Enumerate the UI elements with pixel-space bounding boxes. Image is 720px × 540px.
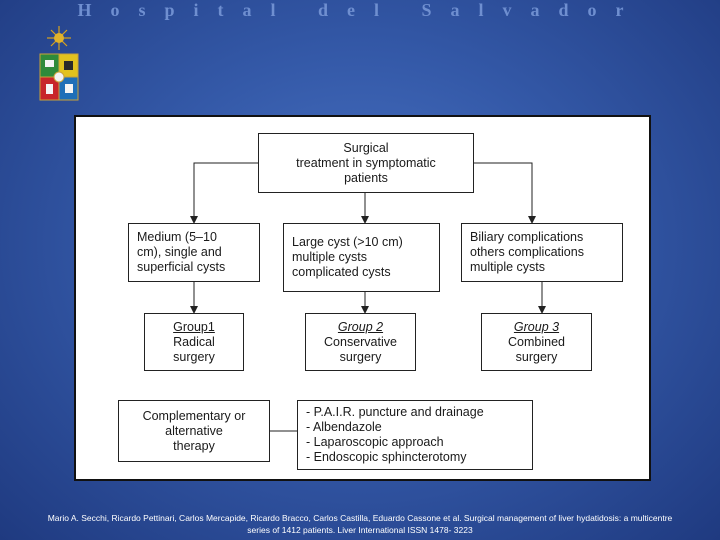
header-title: Hospital del Salvador	[77, 0, 643, 20]
root-line: treatment in symptomatic	[296, 155, 436, 170]
category-box-biliary-complications: Biliary complications others complicatio…	[461, 223, 623, 282]
root-line: Surgical	[343, 140, 389, 155]
citation: Mario A. Secchi, Ricardo Pettinari, Carl…	[20, 512, 700, 536]
category-box-large-cysts: Large cyst (>10 cm) multiple cysts compl…	[283, 223, 440, 292]
root-treatment-box: Surgical treatment in symptomatic patien…	[258, 133, 474, 193]
group-line: Conservative	[324, 334, 397, 349]
group-3-box: Group 3 Combined surgery	[481, 313, 592, 371]
category-line: multiple cysts	[470, 260, 546, 274]
therapy-item: - Albendazole	[306, 420, 382, 434]
category-line: Large cyst (>10 cm)	[292, 235, 403, 249]
therapy-options-box: - P.A.I.R. puncture and drainage - Alben…	[297, 400, 533, 470]
therapy-item: - Laparoscopic approach	[306, 435, 444, 449]
category-box-medium-cysts: Medium (5–10 cm), single and superficial…	[128, 223, 260, 282]
citation-line-2: series of 1412 patients. Liver Internati…	[247, 525, 473, 535]
group-2-title: Group 2	[337, 319, 384, 334]
citation-line-1: Mario A. Secchi, Ricardo Pettinari, Carl…	[47, 513, 673, 523]
group-1-box: Group1 Radical surgery	[144, 313, 244, 371]
group-line: surgery	[515, 349, 558, 364]
group-2-box: Group 2 Conservative surgery	[305, 313, 416, 371]
university-crest-logo	[39, 26, 79, 101]
therapy-item: - Endoscopic sphincterotomy	[306, 450, 467, 464]
therapy-item: - P.A.I.R. puncture and drainage	[306, 405, 484, 419]
category-line: Medium (5–10	[137, 230, 217, 244]
group-line: surgery	[173, 349, 215, 364]
treatment-flowchart: Surgical treatment in symptomatic patien…	[74, 115, 651, 481]
group-line: surgery	[339, 349, 382, 364]
complementary-therapy-box: Complementary or alternative therapy	[118, 400, 270, 462]
complementary-line: therapy	[173, 438, 215, 453]
category-line: cm), single and	[137, 245, 222, 259]
group-line: Combined	[508, 334, 565, 349]
root-line: patients	[344, 170, 388, 185]
group-3-title: Group 3	[513, 319, 560, 334]
complementary-line: alternative	[165, 423, 223, 438]
category-line: multiple cysts	[292, 250, 368, 264]
complementary-line: Complementary or	[142, 408, 246, 423]
group-line: Radical	[173, 334, 215, 349]
group-1-title: Group1	[173, 319, 215, 334]
category-line: others complications	[470, 245, 584, 259]
category-line: complicated cysts	[292, 265, 391, 279]
flowchart-connectors	[190, 162, 546, 432]
category-line: superficial cysts	[137, 260, 226, 274]
category-line: Biliary complications	[470, 230, 584, 244]
